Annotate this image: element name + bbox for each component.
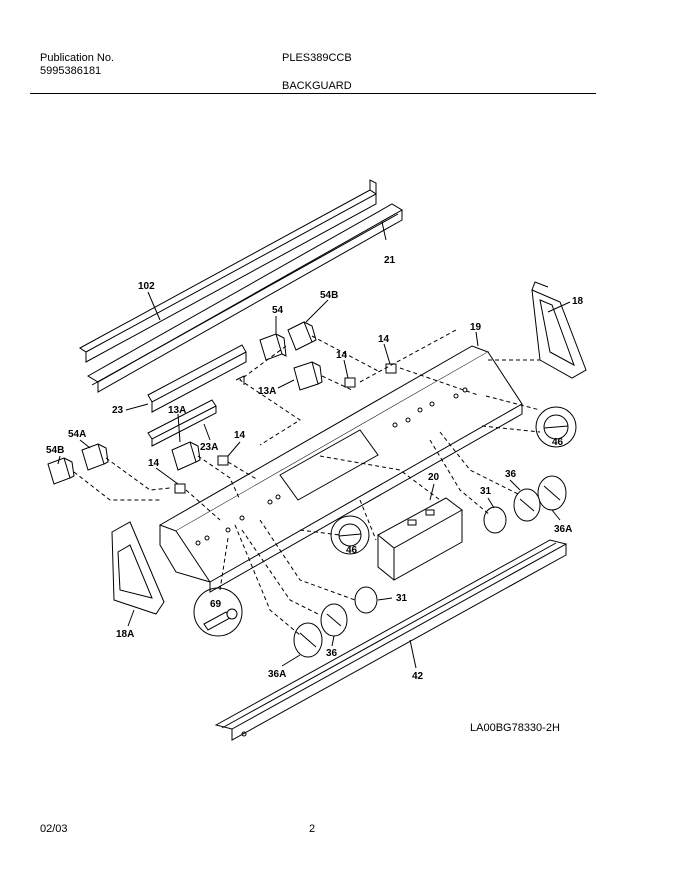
leader-lines (57, 221, 571, 669)
model-number: PLES389CCB (282, 52, 352, 64)
part-14-clip (344, 377, 356, 388)
part-label-54b: 54B (320, 290, 338, 301)
part-18-end-cap (531, 281, 587, 379)
part-102-trim (79, 179, 377, 363)
part-19-backguard (158, 345, 523, 593)
part-36a-knob (537, 475, 567, 511)
part-label-46: 46 (346, 545, 358, 556)
part-46-knob-detail (330, 515, 370, 555)
assembly-lines (73, 329, 541, 636)
part-label-102: 102 (138, 281, 155, 292)
part-label-14: 14 (336, 350, 348, 361)
part-54a-switch (81, 443, 109, 471)
part-31-knob (483, 506, 507, 534)
part-label-31: 31 (396, 593, 408, 604)
part-69-screw (193, 587, 243, 637)
part-label-54: 54 (272, 305, 284, 316)
part-label-46: 46 (552, 437, 564, 448)
part-23-bracket (147, 344, 247, 413)
part-label-18: 18 (572, 296, 584, 307)
part-46-knob-detail (535, 406, 577, 448)
part-54-switch (259, 333, 287, 361)
part-label-21: 21 (384, 255, 396, 266)
part-label-42: 42 (412, 671, 424, 682)
part-label-14: 14 (234, 430, 246, 441)
part-label-23: 23 (112, 405, 124, 416)
part-label-13a: 13A (168, 405, 186, 416)
part-36-knob (513, 488, 541, 522)
part-label-36a: 36A (554, 524, 572, 535)
part-14-clip (385, 363, 397, 374)
part-31-knob (354, 586, 378, 614)
part-54b-switch (287, 321, 317, 351)
part-13a-top-switch (293, 361, 323, 391)
part-label-54a: 54A (68, 429, 86, 440)
part-20-timer (377, 497, 463, 581)
part-label-36: 36 (326, 648, 338, 659)
part-label-36: 36 (505, 469, 517, 480)
part-label-20: 20 (428, 472, 440, 483)
part-label-31: 31 (480, 486, 492, 497)
part-label-19: 19 (470, 322, 482, 333)
part-23a-plate (147, 399, 217, 447)
part-label-54b: 54B (46, 445, 64, 456)
part-label-23a: 23A (200, 442, 218, 453)
part-36-knob (320, 603, 348, 637)
footer-date: 02/03 (40, 823, 68, 835)
part-21-rail (87, 203, 403, 393)
part-42-trim (214, 539, 568, 741)
publication-label: Publication No. (40, 52, 114, 64)
part-label-18a: 18A (116, 629, 134, 640)
part-label-36a: 36A (268, 669, 286, 680)
header-rule (30, 93, 596, 94)
part-label-69: 69 (210, 599, 222, 610)
part-14-clip (217, 455, 229, 466)
part-label-14: 14 (148, 458, 160, 469)
part-14-clip (174, 483, 186, 494)
part-13a-switch (171, 441, 201, 471)
section-title: BACKGUARD (282, 80, 352, 92)
part-label-14: 14 (378, 334, 390, 345)
part-label-13a: 13A (258, 386, 276, 397)
part-36a-knob (293, 622, 323, 658)
publication-number: 5995386181 (40, 65, 102, 77)
page-number: 2 (309, 823, 316, 835)
part-54b-left-switch (47, 457, 75, 485)
part-18a-end-cap (111, 521, 165, 615)
diagram-code: LA00BG78330-2H (470, 722, 560, 734)
